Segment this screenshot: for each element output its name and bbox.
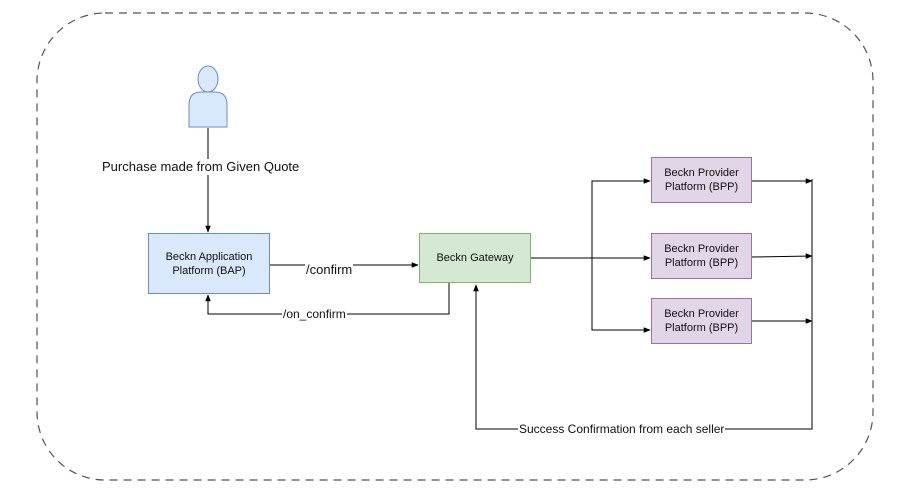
confirm-edge-label: /confirm <box>305 262 354 278</box>
user-icon <box>188 65 228 128</box>
edge-gateway-bpp1 <box>591 178 651 258</box>
edge-success <box>473 179 813 430</box>
bpp-node-1: Beckn Provider Platform (BPP) <box>651 157 752 203</box>
bpp-node-3: Beckn Provider Platform (BPP) <box>651 298 752 344</box>
gateway-node: Beckn Gateway <box>419 233 531 283</box>
gateway-label: Beckn Gateway <box>436 252 514 264</box>
edge-bpp2-collector <box>751 253 813 259</box>
bpp-label-1: Beckn Provider Platform (BPP) <box>664 167 739 193</box>
success-edge-label: Success Confirmation from each seller <box>518 421 726 437</box>
on-confirm-edge-label: /on_confirm <box>282 306 347 322</box>
purchase-edge-label: Purchase made from Given Quote <box>101 159 301 175</box>
edge-gateway-bpp3 <box>591 258 651 333</box>
bpp-label-3: Beckn Provider Platform (BPP) <box>664 308 739 334</box>
bap-node: Beckn Application Platform (BAP) <box>148 233 270 294</box>
bap-label: Beckn Application Platform (BAP) <box>165 250 253 277</box>
bpp-node-2: Beckn Provider Platform (BPP) <box>651 233 752 279</box>
bpp-label-2: Beckn Provider Platform (BPP) <box>664 243 739 269</box>
dashed-frame <box>36 12 874 481</box>
